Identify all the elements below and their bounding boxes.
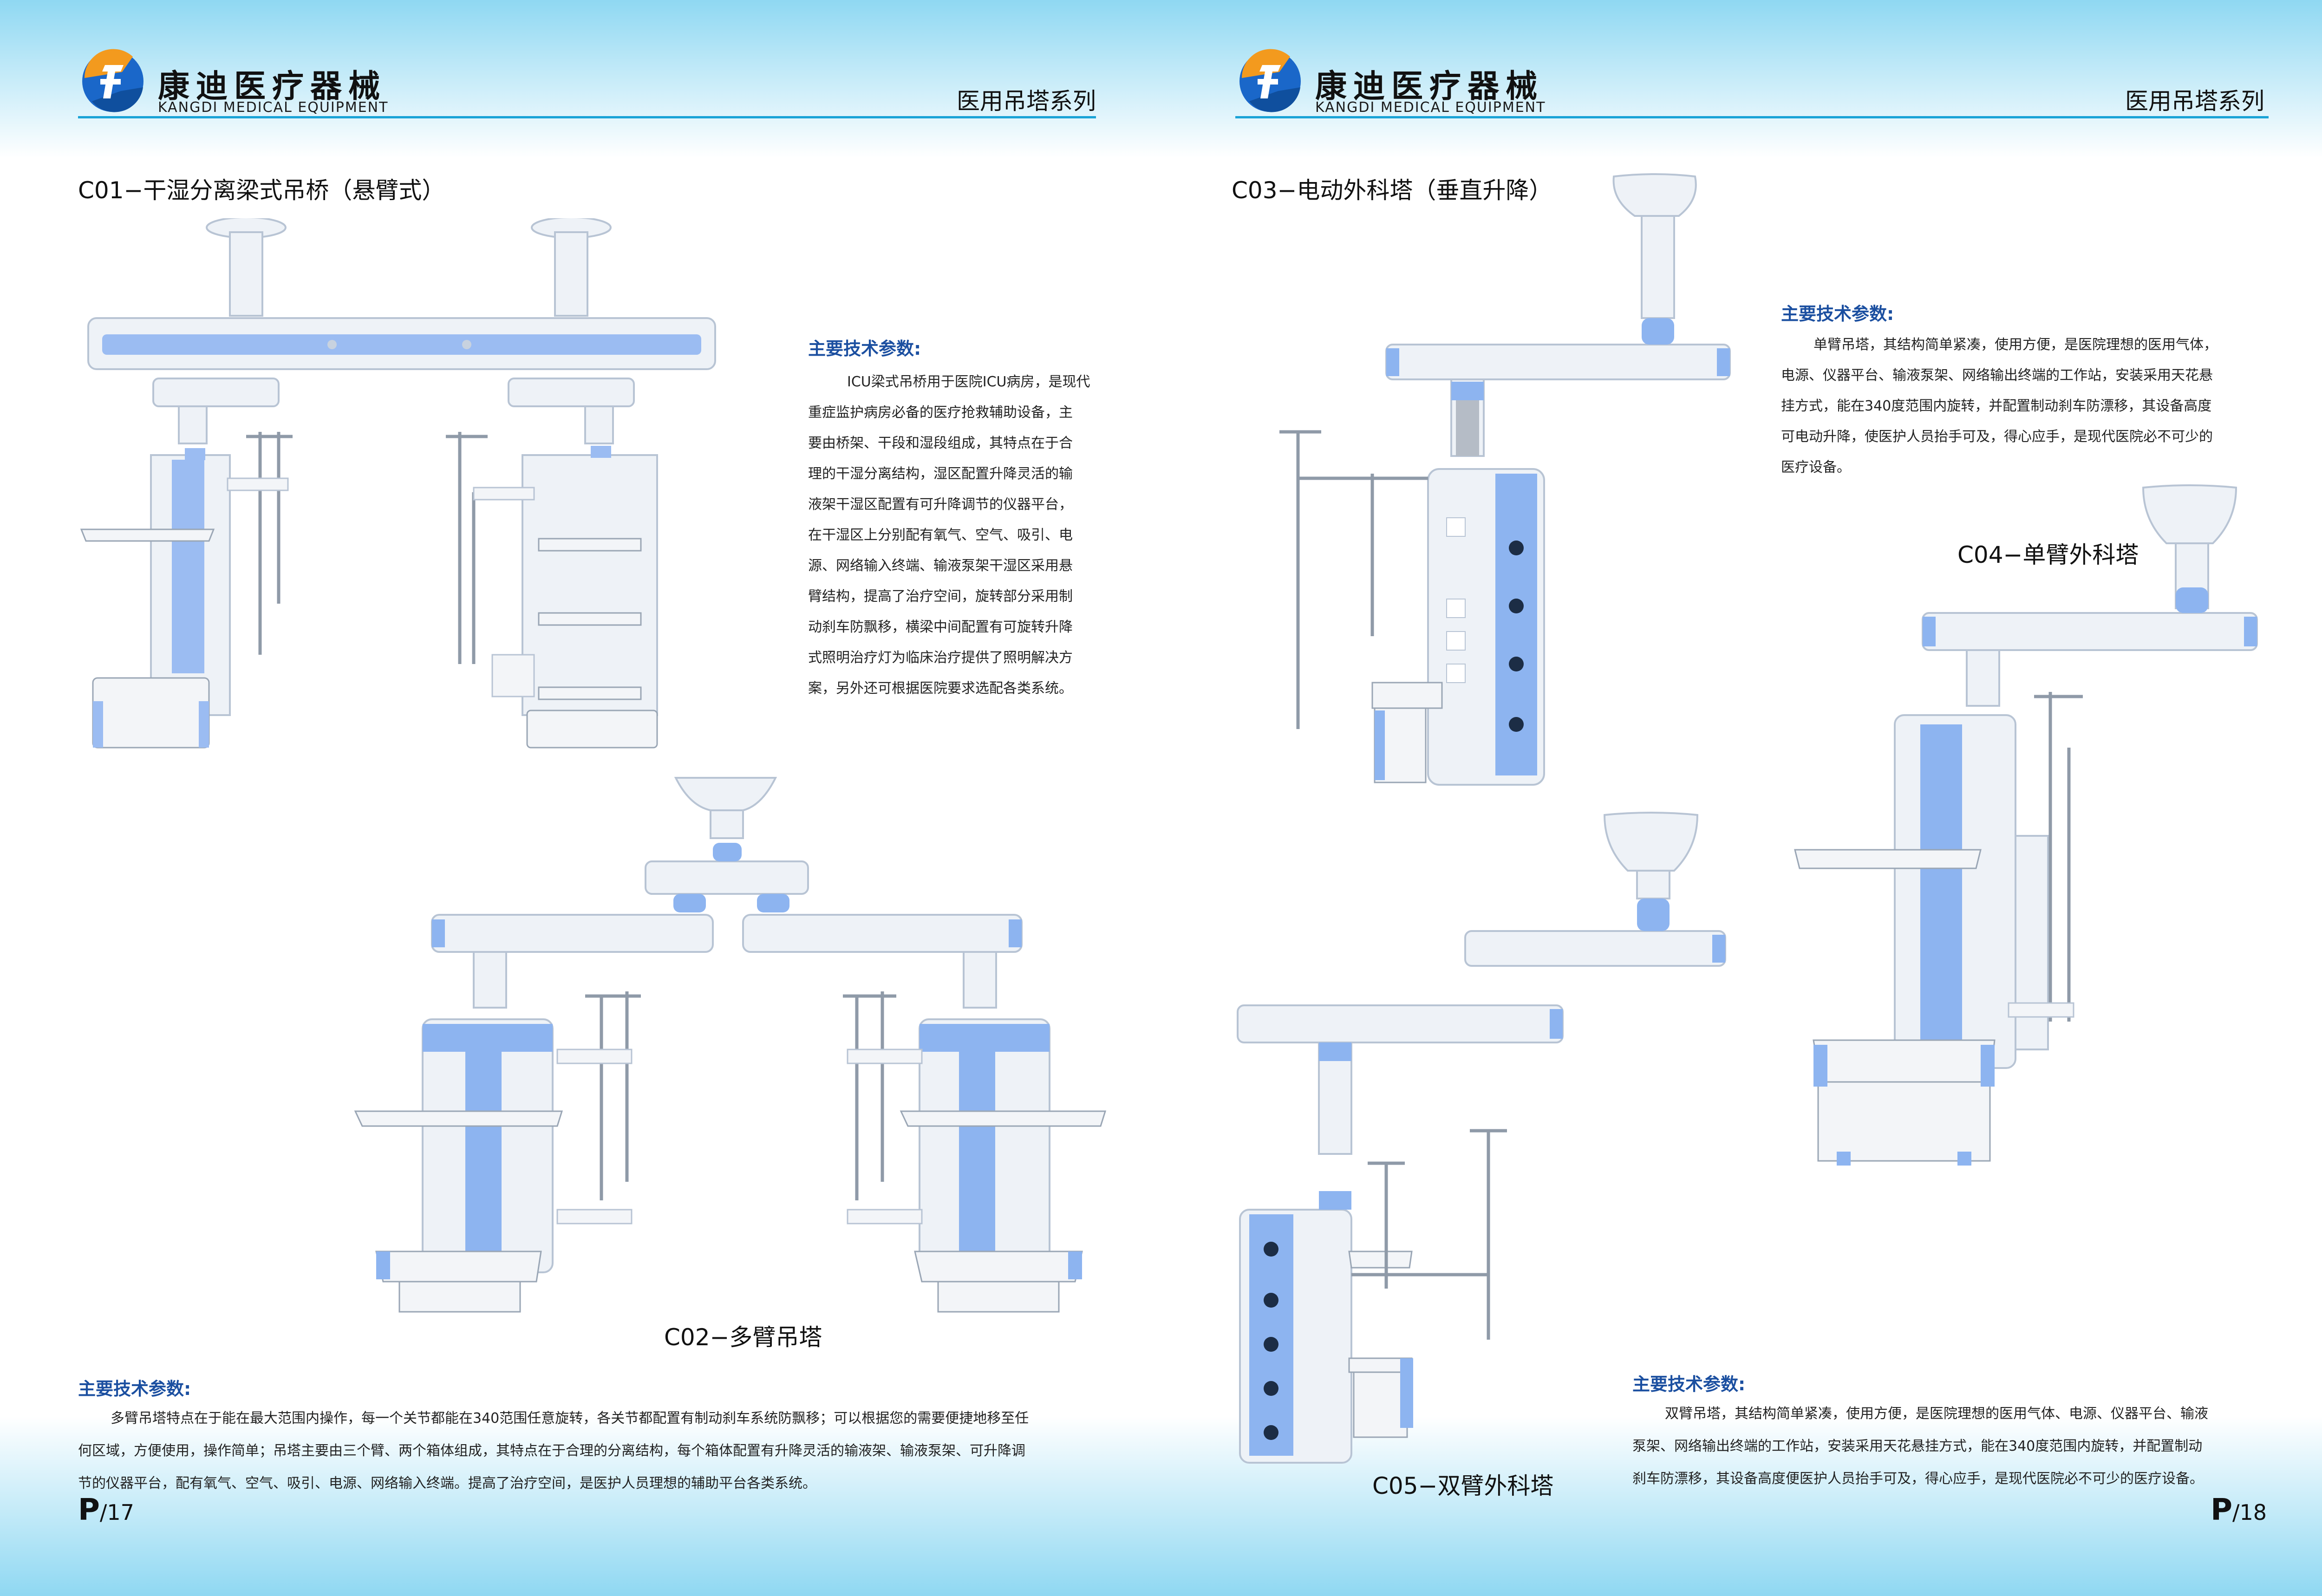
spec-line: 何区域，方便使用，操作简单；吊塔主要由三个臂、两个箱体组成，其特点在于合理的分离… xyxy=(78,1443,1025,1459)
spec-line: 臂结构，提高了治疗空间，旋转部分采用制 xyxy=(808,588,1073,605)
c03-spec-text: 单臂吊塔，其结构简单紧凑，使用方便，是医院理想的医用气体， 电源、仪器平台、输液… xyxy=(1781,330,2269,483)
spec-line: 电源、仪器平台、输液泵架、网络输出终端的工作站，安装采用天花悬 xyxy=(1781,367,2213,384)
c05-double-arm-surgical-tower-image xyxy=(1228,810,1753,1470)
spec-line: 单臂吊塔，其结构简单紧凑，使用方便，是医院理想的医用气体， xyxy=(1813,337,2218,353)
kangdi-logo-icon xyxy=(82,49,143,112)
kangdi-logo-icon xyxy=(1239,49,1301,112)
spec-line: 泵架、网络输出终端的工作站，安装采用天花悬挂方式，能在340度范围内旋转，并配置… xyxy=(1632,1438,2203,1454)
spec-line: 要由桥架、干段和湿段组成，其特点在于合 xyxy=(808,435,1073,451)
header-rule xyxy=(1235,116,2269,118)
spec-line: 节的仪器平台，配有氧气、空气、吸引、电源、网络输入终端。提高了治疗空间，是医护人… xyxy=(78,1475,816,1492)
c01-spec-text: ICU梁式吊桥用于医院ICU病房，是现代 重症监护病房必备的医疗抢救辅助设备，主… xyxy=(808,367,1105,704)
right-page: 康迪医疗器械 KANGDI MEDICAL EQUIPMENT 医用吊塔系列 C… xyxy=(1168,0,2322,1596)
series-title: 医用吊塔系列 xyxy=(957,88,1096,115)
brand-logo: 康迪医疗器械 KANGDI MEDICAL EQUIPMENT xyxy=(78,46,431,121)
brand-logo: 康迪医疗器械 KANGDI MEDICAL EQUIPMENT xyxy=(1235,46,1588,121)
spec-line: 源、网络输入终端、输液泵架干湿区采用悬 xyxy=(808,558,1073,574)
spec-line: 液架干湿区配置有可升降调节的仪器平台， xyxy=(808,496,1073,513)
c05-title: C05−双臂外科塔 xyxy=(1372,1472,1554,1499)
spec-line: 理的干湿分离结构，湿区配置升降灵活的输 xyxy=(808,466,1073,482)
c03-spec-heading: 主要技术参数: xyxy=(1781,304,1894,324)
spec-line: 刹车防漂移，其设备高度便医护人员抬手可及，得心应手，是现代医院必不可少的医疗设备… xyxy=(1632,1471,2204,1487)
c02-spec-heading: 主要技术参数: xyxy=(78,1379,191,1399)
c02-title: C02−多臂吊塔 xyxy=(664,1324,822,1351)
series-title: 医用吊塔系列 xyxy=(2125,88,2264,115)
spec-line: 式照明治疗灯为临床治疗提供了照明解决方 xyxy=(808,650,1073,666)
c05-spec-heading: 主要技术参数: xyxy=(1632,1374,1746,1394)
c02-multi-arm-pendant-image xyxy=(344,773,1142,1340)
spec-line: 案，另外还可根据医院要求选配各类系统。 xyxy=(808,680,1073,697)
page-number: P/17 xyxy=(78,1493,134,1527)
spec-line: 可电动升降，使医护人员抬手可及，得心应手，是现代医院必不可少的 xyxy=(1781,429,2213,445)
brand-name-cn: 康迪医疗器械 xyxy=(1315,68,1544,105)
page-number-prefix: P xyxy=(78,1493,100,1527)
brand-name-en: KANGDI MEDICAL EQUIPMENT xyxy=(1315,99,1546,116)
spec-line: 在干湿区上分别配有氧气、空气、吸引、电 xyxy=(808,527,1073,543)
spec-line: 动刹车防飘移，横梁中间配置有可旋转升降 xyxy=(808,619,1073,635)
page-number-value: /18 xyxy=(2232,1500,2267,1525)
c01-title: C01−干湿分离梁式吊桥（悬臂式） xyxy=(78,177,445,204)
left-page: 康迪医疗器械 KANGDI MEDICAL EQUIPMENT 医用吊塔系列 C… xyxy=(74,46,1142,1527)
spec-line: 挂方式，能在340度范围内旋转，并配置制动刹车防漂移，其设备高度 xyxy=(1781,398,2212,414)
spec-line: 重症监护病房必备的医疗抢救辅助设备，主 xyxy=(808,404,1073,421)
c03-electric-surgical-tower-image xyxy=(1261,172,1739,799)
spec-line: 多臂吊塔特点在于能在最大范围内操作，每一个关节都能在340范围任意旋转，各关节都… xyxy=(111,1410,1029,1427)
c01-beam-bridge-image xyxy=(74,218,724,752)
page-number-value: /17 xyxy=(99,1500,134,1525)
spec-line: 医疗设备。 xyxy=(1781,459,1851,476)
spec-line: 双臂吊塔，其结构简单紧凑，使用方便，是医院理想的医用气体、电源、仪器平台、输液 xyxy=(1665,1406,2208,1422)
c02-spec-text: 多臂吊塔特点在于能在最大范围内操作，每一个关节都能在340范围任意旋转，各关节都… xyxy=(78,1402,1107,1500)
c04-title: C04−单臂外科塔 xyxy=(1957,541,2139,568)
brand-name-en: KANGDI MEDICAL EQUIPMENT xyxy=(158,99,389,116)
c01-spec-heading: 主要技术参数: xyxy=(808,339,921,359)
c03-title: C03−电动外科塔（垂直升降） xyxy=(1232,177,1552,204)
page-number: P/18 xyxy=(2211,1493,2267,1527)
header-rule xyxy=(78,116,1096,118)
c05-spec-text: 双臂吊塔，其结构简单紧凑，使用方便，是医院理想的医用气体、电源、仪器平台、输液 … xyxy=(1632,1398,2269,1495)
brand-name-cn: 康迪医疗器械 xyxy=(158,68,387,105)
spec-line: ICU梁式吊桥用于医院ICU病房，是现代 xyxy=(847,374,1090,390)
c04-single-arm-surgical-tower-image xyxy=(1786,483,2264,1170)
page-number-prefix: P xyxy=(2211,1493,2232,1527)
